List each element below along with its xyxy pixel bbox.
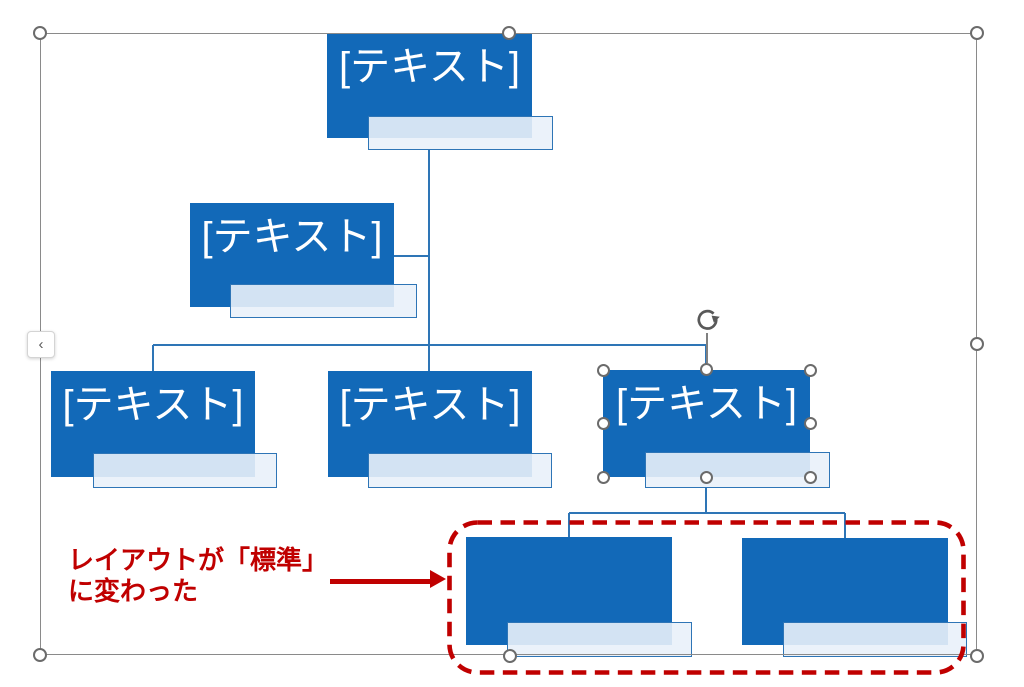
node-handle-bottom-mid[interactable]: [700, 471, 713, 484]
annotation-text-line2: に変わった: [68, 576, 199, 606]
node-handle-top-right[interactable]: [804, 364, 817, 377]
connector-drop-child1: [152, 345, 154, 371]
frame-handle-bottom-mid[interactable]: [503, 649, 517, 663]
node-handle-bottom-right[interactable]: [804, 471, 817, 484]
org-node-child-2-subshape[interactable]: [368, 453, 552, 488]
text-pane-toggle-button[interactable]: ‹: [27, 331, 55, 358]
node-handle-mid-left[interactable]: [597, 417, 610, 430]
annotation-arrow: [330, 579, 432, 584]
node-handle-top-left[interactable]: [597, 364, 610, 377]
frame-handle-top-mid[interactable]: [502, 26, 516, 40]
rotate-handle-stem: [706, 333, 708, 363]
connector-root-vertical: [428, 150, 430, 345]
org-node-child-2-shape[interactable]: [テキスト]: [328, 371, 532, 477]
connector-grandchild-branch: [569, 512, 845, 514]
connector-assistant: [394, 255, 429, 257]
annotation-text-line1: レイアウトが「標準」: [68, 545, 329, 575]
annotation-arrow-head-icon: [430, 570, 446, 588]
frame-handle-top-left[interactable]: [33, 26, 47, 40]
org-node-root-subshape[interactable]: [368, 116, 553, 150]
connector-drop-grandchild1: [568, 513, 570, 537]
frame-handle-bottom-right[interactable]: [970, 649, 984, 663]
connector-drop-child3: [705, 345, 707, 370]
node-handle-mid-right[interactable]: [804, 417, 817, 430]
connector-level3-branch: [153, 344, 707, 346]
frame-handle-bottom-left[interactable]: [33, 648, 47, 662]
org-node-child-3-subshape[interactable]: [645, 452, 830, 488]
org-node-grandchild-2-subshape[interactable]: [783, 622, 967, 657]
annotation-text: レイアウトが「標準」 に変わった: [68, 545, 328, 607]
rotate-handle-icon[interactable]: [694, 307, 720, 333]
connector-drop-grandchild2: [844, 513, 846, 538]
org-node-child-1-subshape[interactable]: [93, 453, 277, 488]
frame-handle-top-right[interactable]: [970, 26, 984, 40]
frame-handle-right-mid[interactable]: [970, 337, 984, 351]
highlight-dashed-box: [440, 512, 976, 684]
node-handle-top-mid[interactable]: [700, 363, 713, 376]
connector-child3-down: [705, 488, 707, 513]
connector-drop-child2: [428, 345, 430, 371]
org-node-assistant-subshape[interactable]: [230, 284, 417, 318]
org-node-grandchild-1-subshape[interactable]: [507, 622, 692, 657]
chevron-left-icon: ‹: [38, 336, 44, 353]
node-handle-bottom-left[interactable]: [597, 471, 610, 484]
